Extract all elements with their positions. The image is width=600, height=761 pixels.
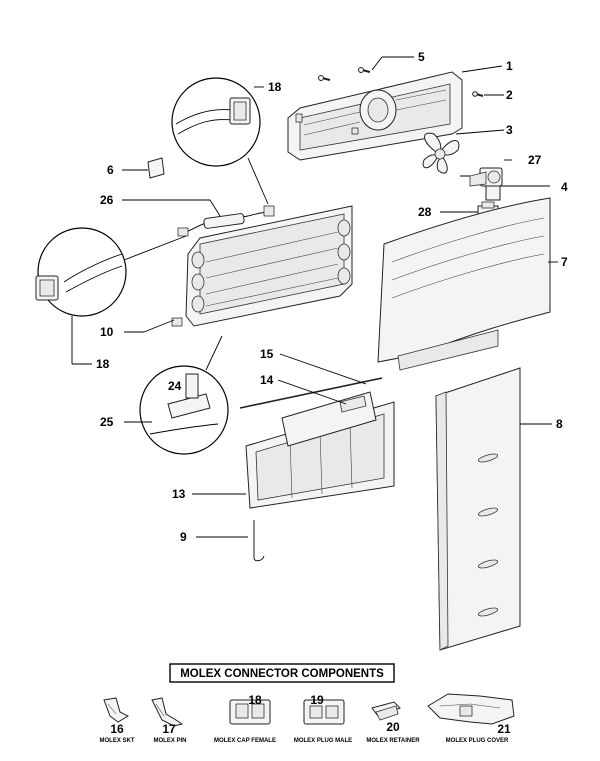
callout-27: 27 <box>528 153 542 167</box>
molex-title-box <box>169 663 395 683</box>
callout-18-left: 18 <box>96 357 110 371</box>
part-8-door-panel <box>435 367 521 651</box>
part-6-bracket <box>147 157 165 179</box>
molex-retainer-illustration <box>371 701 401 721</box>
callout-numbers: 1 2 3 4 5 6 7 8 9 10 13 14 15 18 18 24 2… <box>96 50 568 544</box>
callout-26: 26 <box>100 193 114 207</box>
callout-9: 9 <box>180 530 187 544</box>
molex-item-17-number: 17 <box>162 722 176 736</box>
molex-item-20-label: MOLEX RETAINER <box>366 738 420 744</box>
callout-4: 4 <box>561 180 568 194</box>
molex-plug-male-illustration <box>303 699 345 725</box>
callout-5: 5 <box>418 50 425 64</box>
callout-25: 25 <box>100 415 114 429</box>
molex-pin-illustration <box>151 697 184 727</box>
molex-item-16-label: MOLEX SKT <box>99 738 134 744</box>
detail-circle-left-connector <box>35 227 187 317</box>
molex-item-19-number: 19 <box>310 693 324 707</box>
leader-lines <box>71 56 558 538</box>
molex-item-16-number: 16 <box>110 722 124 736</box>
callout-14: 14 <box>260 373 274 387</box>
part-5-screws <box>318 67 371 81</box>
callout-10: 10 <box>100 325 114 339</box>
molex-item-18-label: MOLEX CAP FEMALE <box>214 738 276 744</box>
molex-item-17-label: MOLEX PIN <box>153 738 186 744</box>
callout-18-top: 18 <box>268 80 282 94</box>
callout-1: 1 <box>506 59 513 73</box>
part-14-insert <box>281 391 377 447</box>
molex-title: MOLEX CONNECTOR COMPONENTS <box>180 668 384 680</box>
callout-2: 2 <box>506 88 513 102</box>
molex-item-20-number: 20 <box>386 720 400 734</box>
part-15-rod <box>239 377 383 409</box>
molex-item-21-number: 21 <box>497 722 511 736</box>
part-13-tray <box>245 401 395 509</box>
part-4-motor-bracket <box>469 171 487 187</box>
callout-7: 7 <box>561 255 568 269</box>
callout-8: 8 <box>556 417 563 431</box>
part-9-wire-clip <box>253 520 265 562</box>
detail-circle-top-connector <box>171 77 269 205</box>
molex-skt-illustration <box>103 697 130 723</box>
molex-item-19-label: MOLEX PLUG MALE <box>294 738 352 744</box>
molex-cap-female-illustration <box>229 699 271 725</box>
part-1-housing-panel <box>287 71 463 161</box>
callout-6: 6 <box>107 163 114 177</box>
part-10-evaporator-coil <box>171 205 353 327</box>
callout-15: 15 <box>260 347 274 361</box>
molex-components-panel: MOLEX CONNECTOR COMPONENTS <box>99 663 515 744</box>
callout-13: 13 <box>172 487 186 501</box>
callout-24: 24 <box>168 379 182 393</box>
part-3-fan-blade <box>422 132 460 174</box>
callout-3: 3 <box>506 123 513 137</box>
detail-circle-sensor <box>139 335 229 455</box>
callout-28: 28 <box>418 205 432 219</box>
molex-item-21-label: MOLEX PLUG COVER <box>446 738 509 744</box>
part-2-screw <box>472 91 484 97</box>
molex-item-18-number: 18 <box>248 693 262 707</box>
part-26-heater-harness <box>177 205 275 237</box>
part-7-rear-cover <box>377 197 551 371</box>
molex-plug-cover-illustration <box>427 693 515 725</box>
